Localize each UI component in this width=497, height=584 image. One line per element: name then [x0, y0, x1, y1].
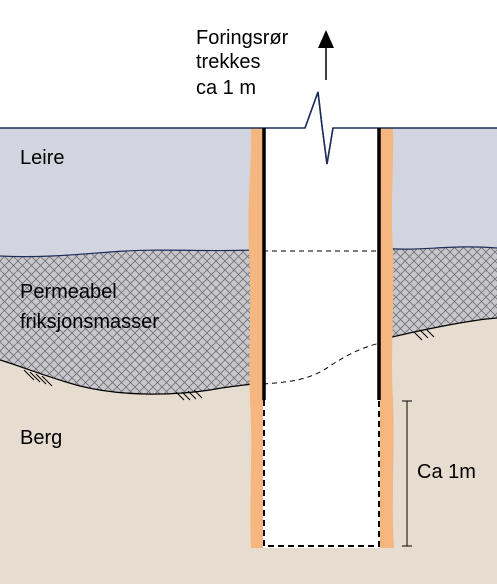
action-label-line1: Foringsrør — [196, 27, 289, 49]
break-symbol-icon — [304, 91, 334, 165]
permeable-label-line2: friksjonsmasser — [20, 311, 159, 333]
clay-layer — [0, 128, 497, 257]
dashed-rock-boundary — [262, 342, 381, 385]
dimension-bracket-icon — [402, 400, 412, 547]
clay-label: Leire — [20, 147, 64, 169]
permeable-label-line1: Permeabel — [20, 281, 117, 303]
casing-dashed-outline — [263, 400, 380, 547]
borehole — [263, 128, 380, 548]
rock-hatch-marks — [23, 328, 435, 401]
depth-label: Ca 1m — [417, 461, 476, 483]
grout-left — [248, 128, 263, 548]
grout-right — [380, 128, 394, 548]
rock-label: Berg — [20, 427, 62, 449]
action-label-line3: ca 1 m — [196, 77, 256, 99]
up-arrow-icon — [318, 30, 334, 48]
action-label-line2: trekkes — [196, 51, 260, 73]
